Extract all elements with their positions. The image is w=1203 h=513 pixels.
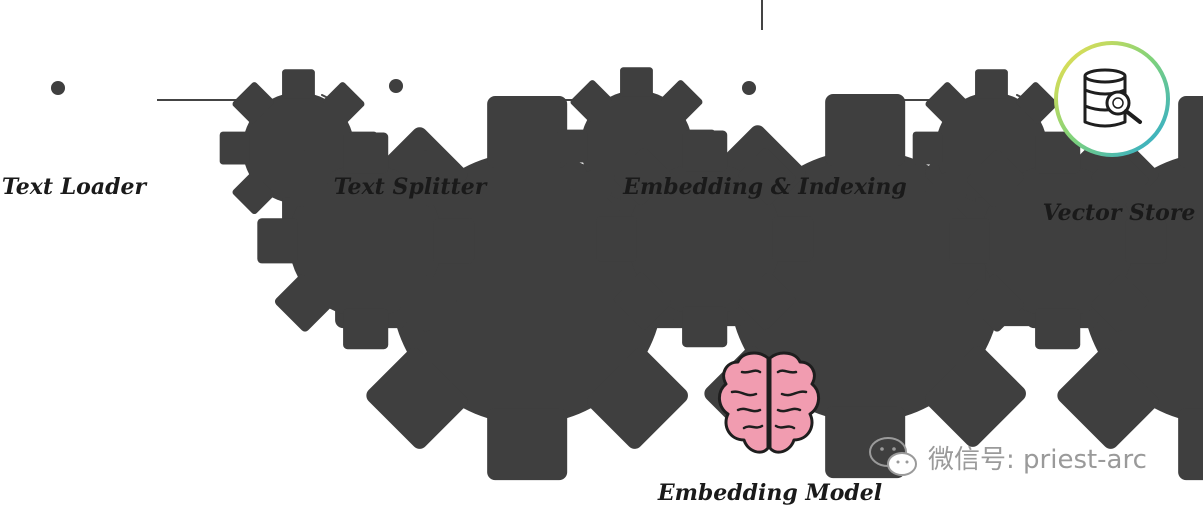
- gears-icon: [735, 61, 1203, 481]
- label-embedding-indexing: Embedding & Indexing: [622, 174, 907, 200]
- label-text-loader: Text Loader: [2, 174, 148, 200]
- label-embedding-model: Embedding Model: [657, 480, 882, 506]
- brain-icon: [718, 351, 820, 454]
- watermark-text: 微信号: priest-arc: [928, 445, 1147, 475]
- node-text-splitter: Text Splitter: [334, 59, 1058, 479]
- database-search-icon: [1054, 41, 1170, 157]
- label-vector-store: Vector Store: [1043, 200, 1196, 226]
- watermark: 微信号: priest-arc: [869, 437, 1147, 476]
- node-embedding-indexing: Embedding & Indexing: [622, 61, 1203, 481]
- node-text-loader: Text Loader: [2, 61, 720, 481]
- label-text-splitter: Text Splitter: [334, 174, 488, 200]
- node-embedding-model: Embedding Model: [657, 351, 882, 506]
- gears-icon: [44, 61, 720, 481]
- gears-icon: [382, 59, 1058, 479]
- node-vector-store: Vector Store: [1043, 41, 1196, 226]
- wechat-icon: [869, 437, 917, 476]
